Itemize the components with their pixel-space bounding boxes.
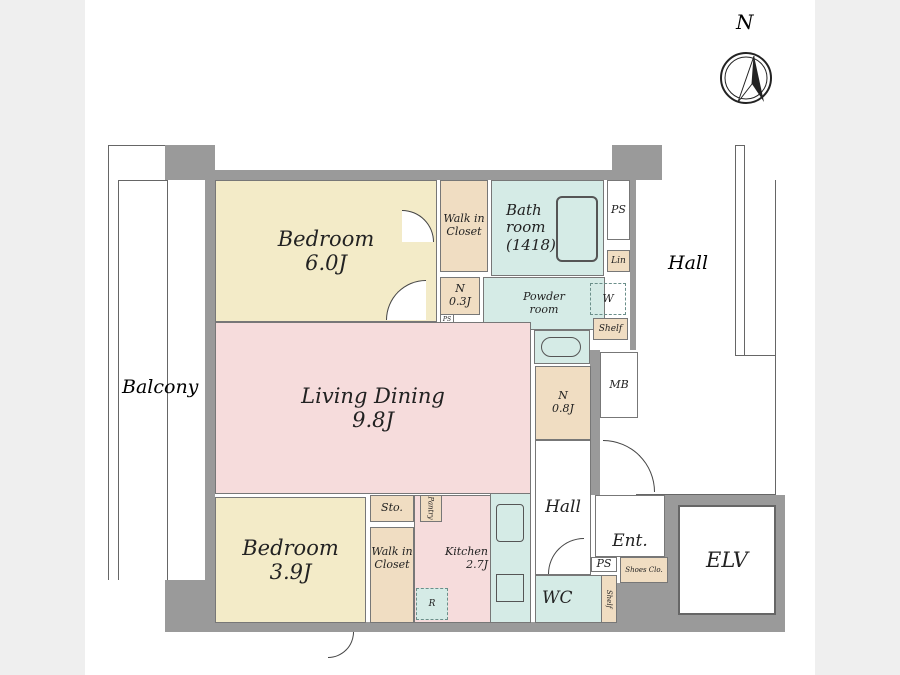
room-size: 2.7J xyxy=(466,558,488,571)
bedroom-2: Bedroom 3.9J xyxy=(215,497,366,623)
walk-in-closet-1: Walk in Closet xyxy=(440,180,488,272)
hall-outer-label: Hall xyxy=(668,252,709,274)
room-label: Shoes Clo. xyxy=(625,565,663,574)
refrigerator-space: R xyxy=(416,588,448,620)
shelf-powder: Shelf xyxy=(593,318,628,340)
room-label: Living Dining xyxy=(301,383,445,408)
room-label: Shelf xyxy=(605,589,614,609)
walk-in-closet-2: Walk in Closet xyxy=(370,527,414,623)
room-label: R xyxy=(428,598,436,609)
sink-icon xyxy=(541,337,581,357)
pipe-space: PS xyxy=(607,180,630,240)
elevator: ELV xyxy=(678,505,776,615)
room-label: Ent. xyxy=(612,531,648,552)
room-label: Bath xyxy=(506,201,542,220)
pantry: Pantry xyxy=(420,495,442,522)
room-label: Shelf xyxy=(598,323,623,334)
room-size: 0.3J xyxy=(449,295,471,308)
storage-n-0-8: N 0.8J xyxy=(535,366,591,440)
room-label: PS xyxy=(611,202,626,216)
room-label: Sto. xyxy=(381,501,403,515)
room-size: 6.0J xyxy=(305,251,347,275)
linen-closet: Lin xyxy=(607,250,630,272)
room-label: PS xyxy=(442,315,452,323)
north-compass-icon xyxy=(718,50,774,106)
washbasin xyxy=(534,330,590,364)
wall xyxy=(165,170,630,180)
room-label: room xyxy=(506,218,546,237)
sink-icon xyxy=(496,504,524,542)
room-size: 0.8J xyxy=(552,402,574,415)
hall-wall-line xyxy=(735,145,745,355)
wall xyxy=(630,195,636,350)
toilet-room: WC xyxy=(535,575,602,623)
elevator-label: ELV xyxy=(706,547,748,572)
meter-box: MB xyxy=(600,352,638,418)
shoes-closet: Shoes Clo. xyxy=(620,557,668,583)
room-size: 3.9J xyxy=(269,560,312,584)
room-label: N xyxy=(558,389,568,403)
stove-icon xyxy=(496,574,524,602)
room-label: Walk in xyxy=(443,212,485,226)
room-label: Pantry xyxy=(427,496,436,521)
hall-wall-line xyxy=(735,355,776,356)
room-label: Bedroom xyxy=(242,535,339,560)
wall xyxy=(205,180,215,625)
room-label: Lin xyxy=(611,255,626,266)
entrance: Ent. xyxy=(595,495,665,557)
room-label: N xyxy=(455,282,465,296)
living-dining: Living Dining 9.8J xyxy=(215,322,531,494)
wall xyxy=(590,350,600,495)
room-label: W xyxy=(602,291,614,305)
room-label: room xyxy=(529,302,559,316)
room-label: Hall xyxy=(545,496,581,517)
balcony-rail xyxy=(118,180,168,580)
common-hall xyxy=(636,180,776,495)
room-label: Bedroom xyxy=(277,226,375,251)
room-label: (1418) xyxy=(506,235,556,254)
room-label: MB xyxy=(609,377,629,391)
room-label: WC xyxy=(542,588,573,609)
shelf-wc: Shelf xyxy=(601,575,617,623)
powder-room: Powder room xyxy=(483,277,605,330)
wall xyxy=(617,583,665,623)
room-label: Powder xyxy=(523,289,565,303)
storage: Sto. xyxy=(370,495,414,522)
kitchen-counter xyxy=(490,493,531,623)
storage-n-0-3: N 0.3J xyxy=(440,277,480,315)
bathtub-icon xyxy=(556,196,598,262)
balcony-label: Balcony xyxy=(122,376,199,398)
wall xyxy=(165,622,785,632)
washer-space: W xyxy=(590,283,626,315)
room-label: Closet xyxy=(374,557,410,571)
compass-north-label: N xyxy=(736,10,754,34)
room-label: Kitchen xyxy=(445,545,488,559)
pipe-space-entrance: PS xyxy=(591,557,617,572)
room-size: 9.8J xyxy=(352,408,394,432)
room-label: PS xyxy=(596,557,612,571)
room-label: Walk in xyxy=(371,545,413,558)
room-label: Closet xyxy=(446,225,482,238)
